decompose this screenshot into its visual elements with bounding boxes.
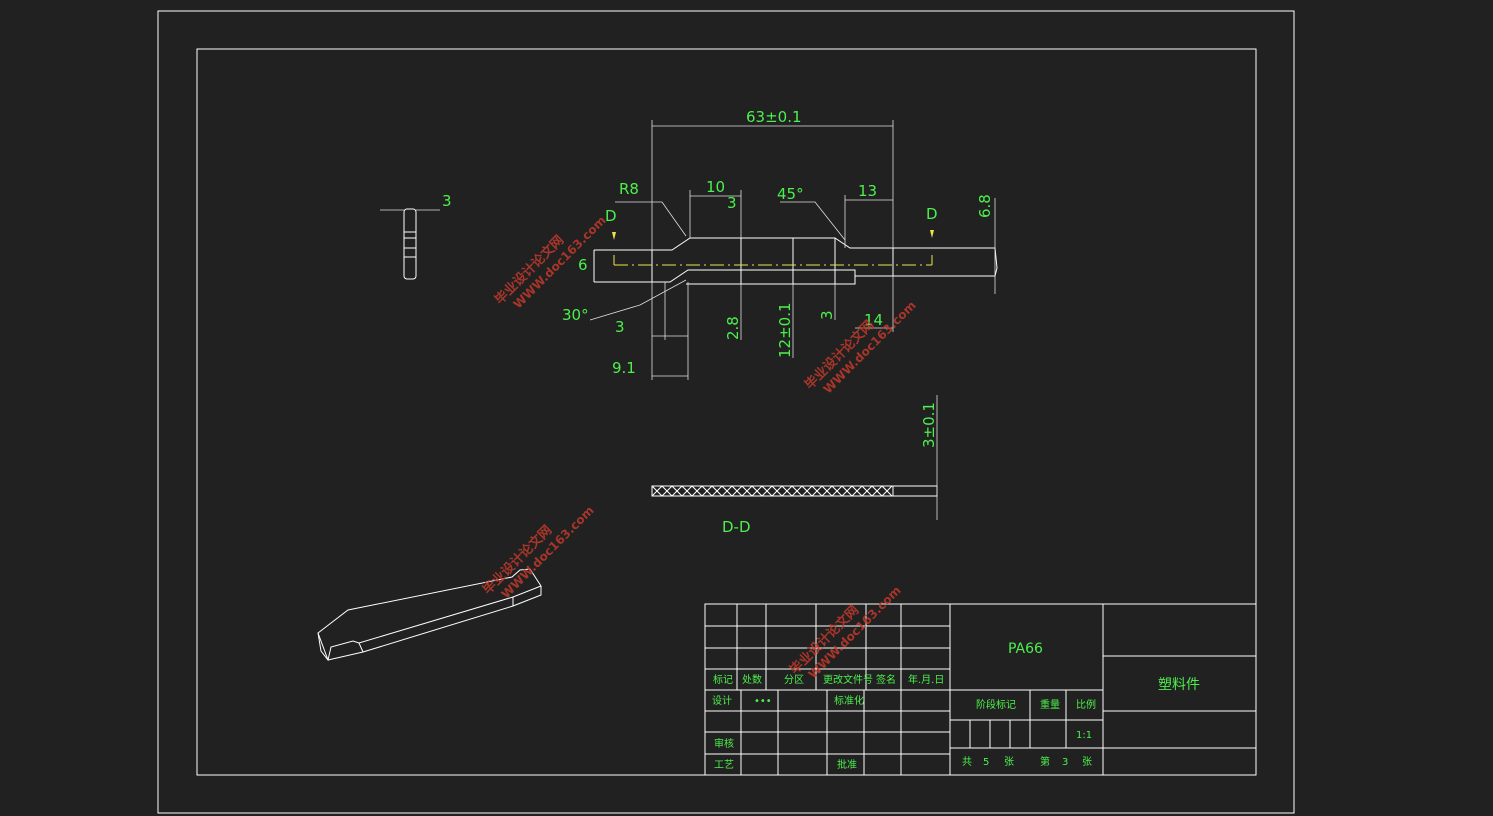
tb-sheet-label: 第 (1040, 755, 1050, 768)
outer-frame (157, 10, 1295, 814)
tb-header-signature: 签名 (876, 673, 896, 686)
tb-review-label: 审核 (714, 737, 734, 750)
dim-length-10: 10 (706, 178, 725, 196)
watermark-4: 毕业设计论文网 WWW.doc163.com (787, 583, 904, 681)
tb-header-zone: 分区 (784, 674, 804, 686)
tb-design-mark: ••• (754, 696, 772, 707)
tb-part-name: 塑料件 (1158, 677, 1200, 693)
section-mark-right: D (926, 205, 938, 223)
tb-header-mark: 标记 (713, 674, 733, 686)
dim-length-9-1: 9.1 (612, 359, 636, 377)
tb-sheet-unit: 张 (1004, 756, 1014, 768)
dim-radius: R8 (619, 180, 639, 198)
tb-header-change-doc: 更改文件号 (823, 673, 873, 686)
tb-scale-label: 比例 (1076, 698, 1096, 711)
dim-depth-3-top: 3 (727, 194, 737, 212)
svg-text:WWW.doc163.com: WWW.doc163.com (806, 583, 904, 681)
section-label: D-D (722, 518, 751, 536)
tb-total-value: 5 (983, 757, 989, 768)
watermark-1: 毕业设计论文网 WWW.doc163.com (492, 213, 609, 311)
tb-approve-label: 批准 (837, 758, 857, 771)
tb-scale-value: 1:1 (1076, 730, 1092, 741)
dim-length-3: 3 (615, 318, 625, 336)
dim-section-thickness: 3±0.1 (920, 402, 938, 448)
title-block (704, 603, 1257, 776)
dim-side-width: 3 (442, 192, 452, 210)
dim-height-12: 12±0.1 (776, 302, 794, 358)
tb-design-label: 设计 (712, 694, 732, 707)
dim-overall-length: 63±0.1 (746, 108, 802, 126)
main-view (593, 230, 998, 285)
tb-header-date: 年.月.日 (908, 673, 944, 686)
watermark-2: 毕业设计论文网 WWW.doc163.com (802, 298, 919, 396)
section-mark-left: D (605, 207, 617, 225)
tb-material: PA66 (1008, 641, 1043, 657)
watermark-3: 毕业设计论文网 WWW.doc163.com (480, 503, 597, 601)
section-view (651, 395, 938, 520)
tb-standard-label: 标准化 (834, 694, 864, 707)
dim-angle-30: 30° (562, 306, 589, 324)
dim-angle-45: 45° (777, 185, 804, 203)
dimension-lines (589, 120, 996, 380)
tb-stage-label: 阶段标记 (976, 698, 1016, 711)
dim-length-14: 14 (864, 311, 883, 329)
tb-sheet-unit2: 张 (1082, 756, 1092, 768)
tb-sheet-value: 3 (1062, 757, 1068, 768)
dim-height-2-8: 2.8 (724, 316, 742, 340)
tb-total-label: 共 (962, 756, 972, 768)
side-view (380, 208, 440, 280)
inner-frame (196, 48, 1257, 776)
isometric-view (317, 568, 542, 662)
dim-depth-3-mid: 3 (818, 310, 836, 320)
tb-weight-label: 重量 (1040, 698, 1060, 711)
dim-left-6: 6 (578, 256, 588, 274)
svg-text:WWW.doc163.com: WWW.doc163.com (499, 503, 597, 601)
tb-process-label: 工艺 (714, 759, 734, 771)
dim-height-6-8: 6.8 (976, 194, 994, 218)
tb-header-count: 处数 (742, 673, 762, 686)
dim-length-13: 13 (858, 182, 877, 200)
